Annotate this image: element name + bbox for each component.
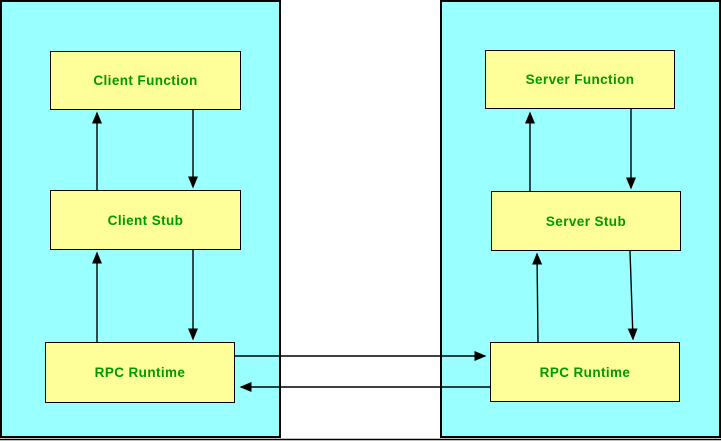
client-rpc-runtime-node: RPC Runtime	[45, 342, 235, 403]
server-rpc-runtime-node: RPC Runtime	[490, 342, 680, 402]
server-stub-node: Server Stub	[491, 191, 681, 251]
server-function-node: Server Function	[485, 50, 675, 109]
client-stub-node: Client Stub	[50, 190, 241, 250]
client-function-node: Client Function	[50, 51, 241, 110]
